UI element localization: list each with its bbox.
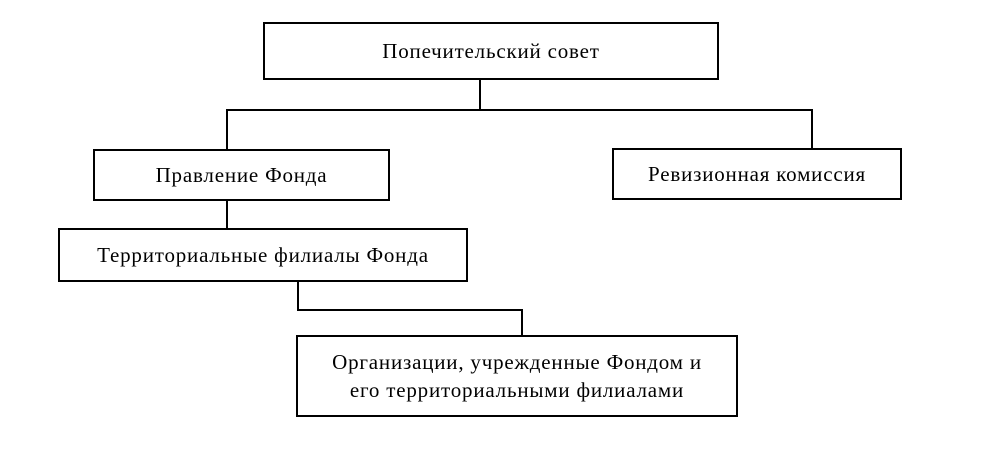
connector-branches-down xyxy=(297,282,299,311)
node-territorial-branches: Территориальные филиалы Фонда xyxy=(58,228,468,282)
connector-drop-to-fund-board xyxy=(226,109,228,149)
node-fund-board-label: Правление Фонда xyxy=(155,163,328,187)
node-territorial-branches-label: Территориальные филиалы Фонда xyxy=(97,243,429,267)
connector-level2-horizontal-bar xyxy=(226,109,813,111)
connector-branches-horizontal xyxy=(297,309,523,311)
node-trustee-council-label: Попечительский совет xyxy=(382,39,600,63)
connector-drop-to-audit xyxy=(811,109,813,148)
node-founded-organizations: Организации, учрежденные Фондом и его те… xyxy=(296,335,738,417)
node-founded-organizations-label: Организации, учрежденные Фондом и его те… xyxy=(332,350,702,402)
node-audit-commission: Ревизионная комиссия xyxy=(612,148,902,200)
connector-drop-to-organizations xyxy=(521,309,523,335)
connector-trustee-stub xyxy=(479,80,481,111)
node-fund-board: Правление Фонда xyxy=(93,149,390,201)
node-trustee-council: Попечительский совет xyxy=(263,22,719,80)
node-audit-commission-label: Ревизионная комиссия xyxy=(648,162,866,186)
connector-board-to-branches xyxy=(226,201,228,228)
